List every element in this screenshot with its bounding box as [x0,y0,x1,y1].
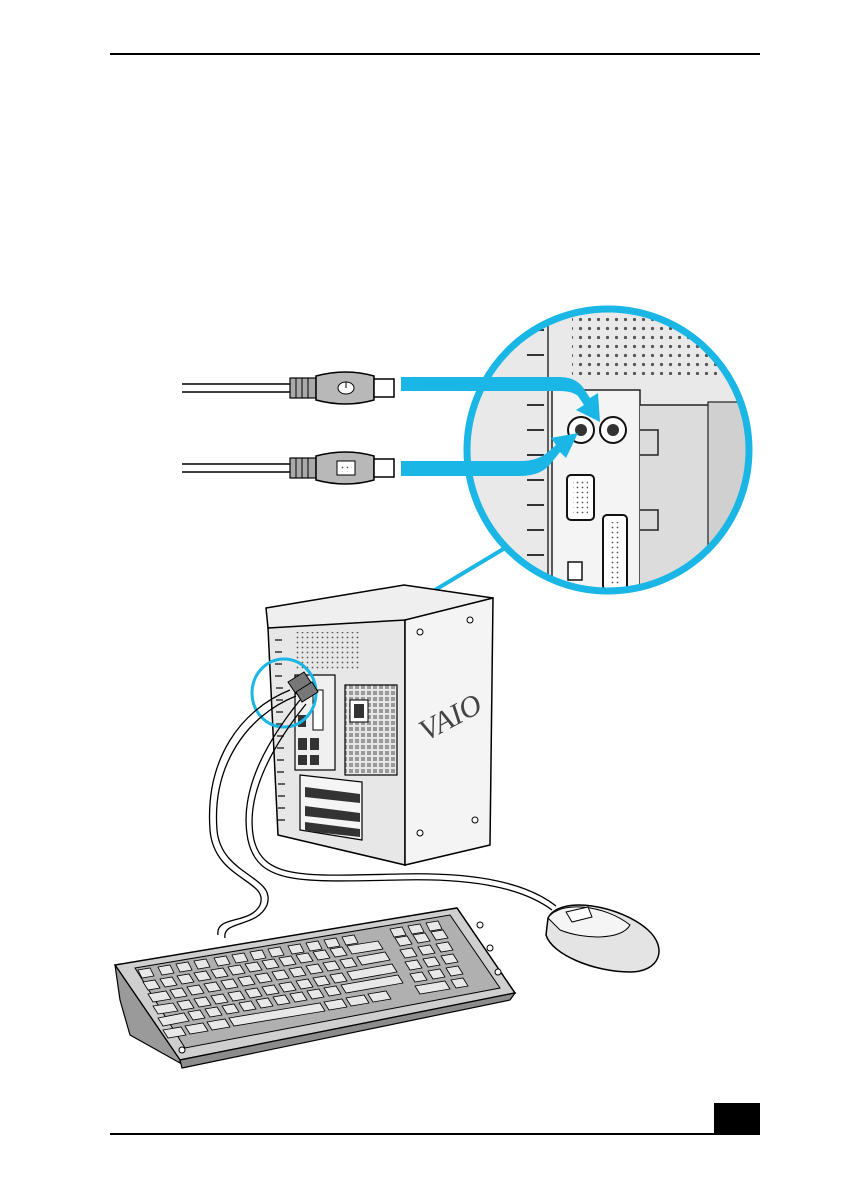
mouse-icon [546,905,659,972]
zoom-detail-circle [460,300,768,602]
keyboard-cable-connector [182,452,394,484]
keyboard-icon [115,908,515,1068]
ps2-mouse-port [600,417,626,443]
mouse-cable-connector [182,372,394,404]
parallel-port [603,515,627,590]
vga-port [567,475,594,520]
desktop-tower-icon: VAIO [252,585,493,865]
ps2-mouse-plug-icon [338,382,354,394]
ps2-keyboard-plug-icon [337,461,355,475]
